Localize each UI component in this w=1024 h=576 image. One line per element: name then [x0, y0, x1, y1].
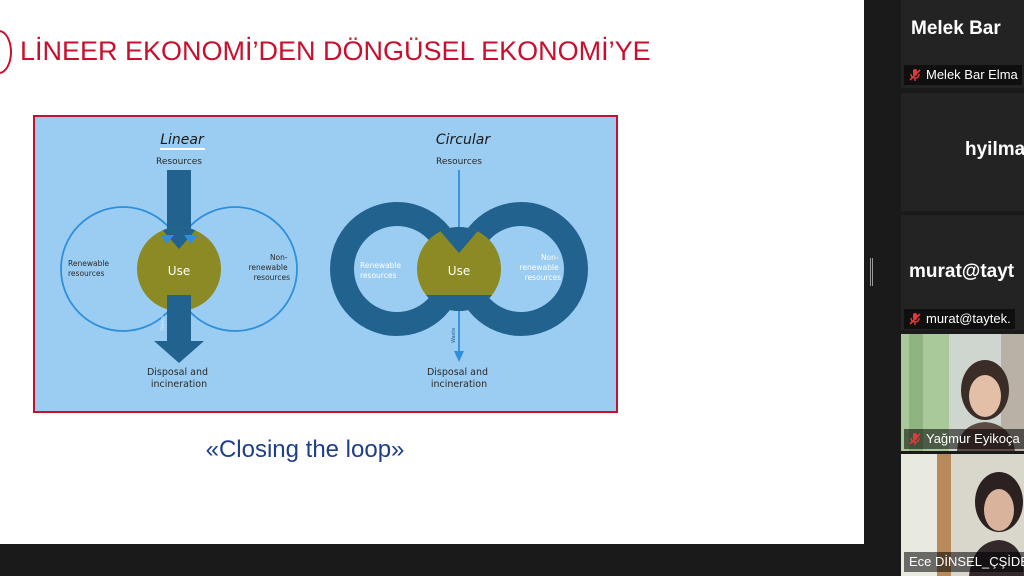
mic-muted-icon	[909, 313, 921, 325]
economy-diagram: Linear Resources Use	[33, 115, 618, 413]
slide-caption: «Closing the loop»	[205, 436, 405, 463]
participant-label: Ece DİNSEL_ÇŞİDB	[904, 552, 1024, 572]
linear-waste-arrow-head	[154, 341, 204, 363]
linear-diagram: Linear Resources Use	[60, 132, 298, 390]
circular-use-circle	[417, 227, 501, 311]
participant-video-tile[interactable]: Yağmur Eyikoça	[901, 334, 1024, 451]
mic-muted-icon	[909, 69, 921, 81]
circular-waste-label: Waste	[451, 328, 457, 343]
circular-renewable-label: Renewable resources	[360, 261, 403, 280]
linear-use-label: Use	[168, 264, 190, 278]
participant-tile[interactable]: hyilmaz hyilmaz	[901, 93, 1024, 211]
participant-name: Melek Bar	[911, 18, 1001, 39]
participant-name: hyilmaz	[965, 139, 1024, 160]
panel-splitter-handle[interactable]	[870, 258, 873, 286]
linear-disposal-label: Disposal and incineration	[147, 367, 211, 390]
participant-label-text: Yağmur Eyikoça	[926, 431, 1020, 446]
linear-nonrenewable-label: Non- renewable resources	[249, 253, 291, 282]
shared-slide: LİNEER EKONOMİ’DEN DÖNGÜSEL EKONOMİ’YE L…	[0, 0, 864, 544]
circular-disposal-label: Disposal and incineration	[427, 367, 491, 390]
participant-label: murat@taytek.	[904, 309, 1015, 329]
panel-gutter	[864, 0, 901, 576]
linear-title: Linear	[160, 132, 205, 148]
linear-waste-label: Waste	[160, 316, 166, 331]
participant-label: Melek Bar Elma	[904, 65, 1022, 85]
participant-video-tile-active[interactable]: Ece DİNSEL_ÇŞİDB	[901, 454, 1024, 576]
linear-renewable-label: Renewable resources	[68, 259, 111, 278]
participant-label-text: Ece DİNSEL_ÇŞİDB	[909, 554, 1024, 569]
mic-muted-icon	[909, 433, 921, 445]
circular-resources-label: Resources	[436, 157, 482, 167]
participant-label: Yağmur Eyikoça	[904, 429, 1024, 449]
circular-title: Circular	[436, 132, 491, 148]
participant-tile[interactable]: Melek Bar Melek Bar Elma	[901, 0, 1024, 88]
linear-use-circle	[137, 227, 221, 311]
participant-label-text: murat@taytek.	[926, 311, 1011, 326]
circular-use-label: Use	[448, 264, 470, 278]
linear-resources-label: Resources	[156, 157, 202, 167]
bottom-bar	[0, 544, 864, 576]
linear-waste-arrow-shaft	[167, 299, 191, 343]
participant-label-text: Melek Bar Elma	[926, 67, 1018, 82]
participant-name: murat@tayt	[909, 261, 1015, 282]
circular-waste-arrow-head	[454, 351, 464, 362]
diagram-svg: Linear Resources Use	[60, 132, 588, 390]
logo-icon	[0, 30, 12, 74]
circular-diagram: Circular Resources Use	[330, 132, 588, 390]
participant-tile[interactable]: murat@tayt murat@taytek.	[901, 215, 1024, 330]
circular-nonrenewable-label: Non- renewable resources	[520, 253, 562, 282]
slide-title: LİNEER EKONOMİ’DEN DÖNGÜSEL EKONOMİ’YE	[20, 36, 651, 66]
